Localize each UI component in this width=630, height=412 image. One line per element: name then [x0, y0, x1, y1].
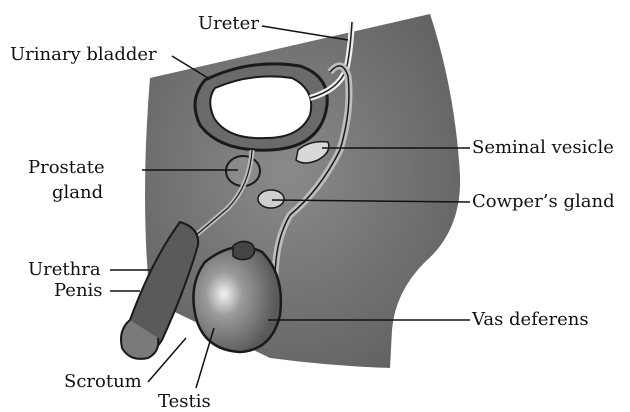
scrotum-shape — [193, 247, 280, 352]
label-prostate-gland-line2: gland — [52, 183, 103, 203]
label-penis: Penis — [54, 281, 103, 301]
label-vas-deferens: Vas deferens — [472, 310, 589, 330]
label-urinary-bladder: Urinary bladder — [10, 45, 157, 65]
cowpers-gland-shape — [258, 190, 284, 208]
label-seminal-vesicle: Seminal vesicle — [472, 138, 614, 158]
label-cowpers-gland: Cowper’s gland — [472, 192, 615, 212]
epididymis-shape — [233, 241, 255, 259]
label-testis: Testis — [158, 392, 211, 412]
label-ureter: Ureter — [198, 14, 259, 34]
label-urethra: Urethra — [28, 260, 101, 280]
label-scrotum: Scrotum — [64, 372, 142, 392]
label-prostate-gland-line1: Prostate — [28, 158, 105, 178]
bladder-lumen — [210, 76, 311, 138]
